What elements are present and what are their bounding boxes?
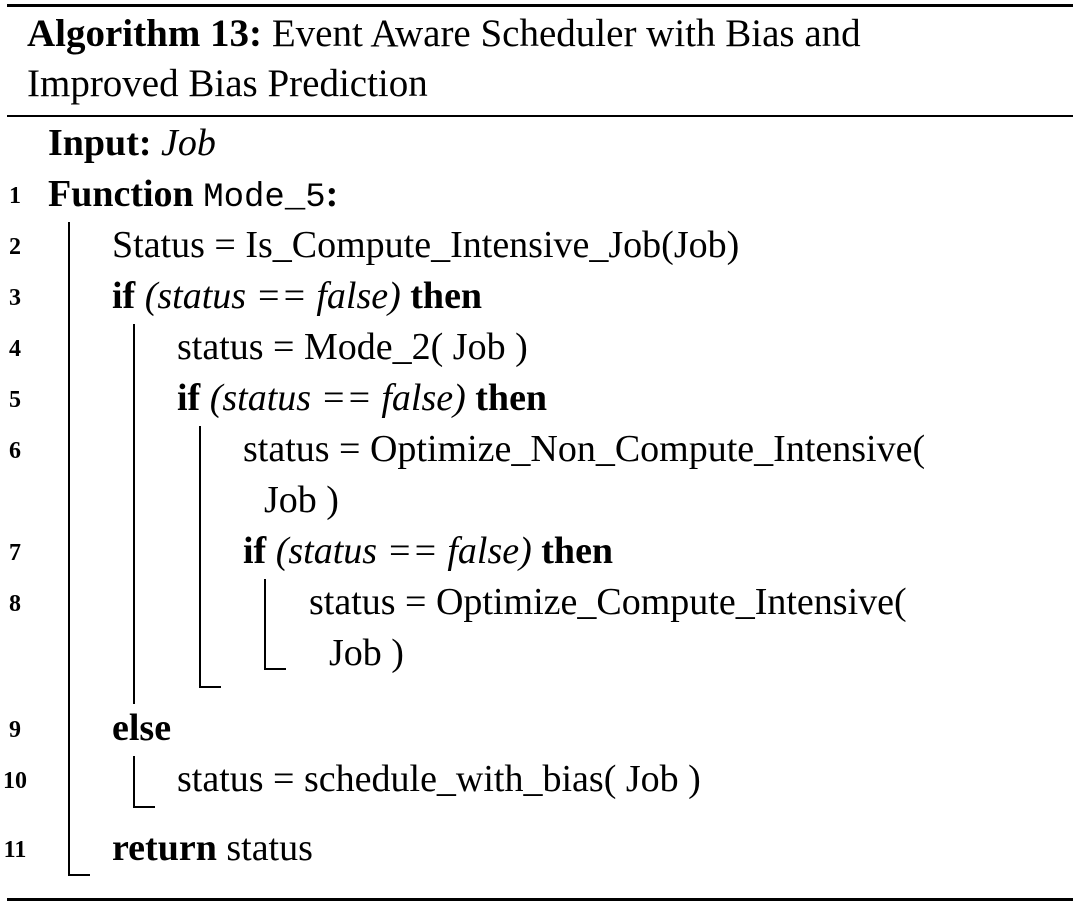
keyword-then: then <box>410 275 483 317</box>
input-line: Input: Job <box>48 124 216 162</box>
code-line-8-continuation: Job ) <box>329 632 404 674</box>
function-colon: : <box>325 173 339 215</box>
keyword-return: return <box>112 827 217 869</box>
code-line-4: status = Mode_2( Job ) <box>177 326 528 368</box>
keyword-if: if <box>243 530 267 572</box>
condition: (status == false) <box>144 275 401 317</box>
algorithm-title: Event Aware Scheduler with Bias and <box>271 12 861 55</box>
line-number: 9 <box>9 717 21 743</box>
line-number: 10 <box>3 768 27 794</box>
code-line-6: status = Optimize_Non_Compute_Intensive( <box>243 428 926 470</box>
line-number: 8 <box>9 591 21 617</box>
code-line-8: status = Optimize_Compute_Intensive( <box>309 581 907 623</box>
inner-if-block-bracket-end <box>199 686 221 688</box>
code-line-7: if (status == false) then <box>243 532 613 570</box>
code-line-6-continuation: Job ) <box>264 479 339 521</box>
top-rule <box>7 4 1073 7</box>
function-name: Mode_5 <box>203 179 326 217</box>
input-label: Input: <box>48 122 152 164</box>
code-line-3: if (status == false) then <box>112 277 482 315</box>
code-line-2: Status = Is_Compute_Intensive_Job(Job) <box>112 224 740 266</box>
keyword-if: if <box>112 275 136 317</box>
inner-if-block-bracket <box>199 426 201 688</box>
line-number: 4 <box>9 336 21 362</box>
algorithm-label: Algorithm 13: <box>27 12 263 55</box>
caption-rule <box>7 115 1073 117</box>
else-block-bracket <box>133 756 135 808</box>
function-block-bracket-end <box>68 874 90 876</box>
condition: (status == false) <box>209 377 466 419</box>
keyword-then: then <box>475 377 548 419</box>
keyword-if: if <box>177 377 201 419</box>
keyword-function: Function <box>48 173 194 215</box>
line-number: 2 <box>9 234 21 260</box>
function-block-bracket <box>68 222 70 876</box>
code-line-11: return status <box>112 829 313 867</box>
line-number: 1 <box>9 183 21 209</box>
line-number: 6 <box>9 438 21 464</box>
return-value: status <box>226 827 313 869</box>
else-block-bracket-end <box>133 806 155 808</box>
line-number: 5 <box>9 387 21 413</box>
line-number: 3 <box>9 285 21 311</box>
line-number: 7 <box>9 540 21 566</box>
condition: (status == false) <box>275 530 532 572</box>
line-number: 11 <box>3 837 27 863</box>
algorithm-title-line2: Improved Bias Prediction <box>27 62 428 105</box>
keyword-then: then <box>541 530 614 572</box>
algorithm-caption-line1: Algorithm 13: Event Aware Scheduler with… <box>27 14 861 53</box>
code-line-10: status = schedule_with_bias( Job ) <box>177 758 701 800</box>
input-value: Job <box>161 122 216 164</box>
code-line-5: if (status == false) then <box>177 379 547 417</box>
code-line-1: Function Mode_5: <box>48 175 338 215</box>
code-line-9: else <box>112 707 172 749</box>
innermost-if-block-bracket <box>264 579 266 670</box>
if-block-bracket <box>133 324 135 704</box>
bottom-rule <box>7 898 1073 901</box>
innermost-if-block-bracket-end <box>264 668 286 670</box>
